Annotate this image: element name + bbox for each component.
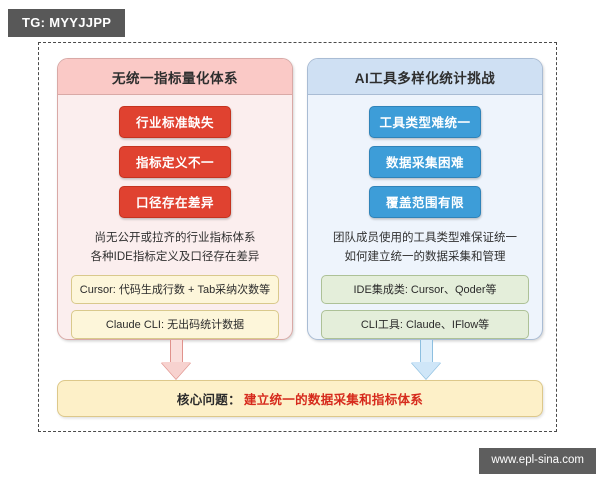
chip-right-3: 覆盖范围有限 <box>369 186 481 218</box>
panel-left-description: 尚无公开或拉齐的行业指标体系 各种IDE指标定义及口径存在差异 <box>91 229 260 267</box>
panel-left-body: 行业标准缺失 指标定义不一 口径存在差异 尚无公开或拉齐的行业指标体系 各种ID… <box>58 95 292 339</box>
diagram-frame <box>38 42 557 432</box>
conclusion-bar: 核心问题： 建立统一的数据采集和指标体系 <box>57 380 543 417</box>
panel-right-description-line-2: 如何建立统一的数据采集和管理 <box>344 250 506 263</box>
arrow-right-head <box>411 362 441 379</box>
chip-right-1: 工具类型难统一 <box>369 106 481 138</box>
arrow-down-left-icon <box>161 340 191 379</box>
note-right-1: IDE集成类: Cursor、Qoder等 <box>321 274 529 304</box>
arrow-left-shaft <box>169 340 183 362</box>
panel-right-title: AI工具多样化统计挑战 <box>308 59 542 95</box>
arrow-down-right-icon <box>411 340 441 379</box>
chip-left-3: 口径存在差异 <box>119 186 231 218</box>
panel-ai-tool-diversity: AI工具多样化统计挑战 工具类型难统一 数据采集困难 覆盖范围有限 团队成员使用… <box>307 58 543 340</box>
conclusion-value: 建立统一的数据采集和指标体系 <box>243 393 424 407</box>
note-left-2: Claude CLI: 无出码统计数据 <box>71 309 279 339</box>
tg-badge: TG: MYYJJPP <box>8 9 126 37</box>
chip-left-2: 指标定义不一 <box>119 146 231 178</box>
panel-left-title: 无统一指标量化体系 <box>58 59 292 95</box>
chip-right-2: 数据采集困难 <box>369 146 481 178</box>
panel-no-unified-metrics: 无统一指标量化体系 行业标准缺失 指标定义不一 口径存在差异 尚无公开或拉齐的行… <box>57 58 293 340</box>
panel-right-description: 团队成员使用的工具类型难保证统一 如何建立统一的数据采集和管理 <box>333 229 517 267</box>
arrow-left-head <box>161 362 191 379</box>
panel-right-body: 工具类型难统一 数据采集困难 覆盖范围有限 团队成员使用的工具类型难保证统一 如… <box>308 95 542 339</box>
panel-left-notes: Cursor: 代码生成行数 + Tab采纳次数等 Claude CLI: 无出… <box>71 274 279 339</box>
arrow-right-shaft <box>419 340 433 362</box>
panel-right-notes: IDE集成类: Cursor、Qoder等 CLI工具: Claude、IFlo… <box>321 274 529 339</box>
conclusion-label: 核心问题： <box>176 393 241 407</box>
note-right-2: CLI工具: Claude、IFlow等 <box>321 309 529 339</box>
chip-left-1: 行业标准缺失 <box>119 106 231 138</box>
panel-right-description-line-1: 团队成员使用的工具类型难保证统一 <box>333 232 517 244</box>
site-watermark: www.epl-sina.com <box>479 447 596 474</box>
panels-container: 无统一指标量化体系 行业标准缺失 指标定义不一 口径存在差异 尚无公开或拉齐的行… <box>57 58 543 340</box>
panel-left-description-line-2: 各种IDE指标定义及口径存在差异 <box>90 250 260 263</box>
note-left-1: Cursor: 代码生成行数 + Tab采纳次数等 <box>71 274 279 304</box>
panel-left-description-line-1: 尚无公开或拉齐的行业指标体系 <box>94 232 256 244</box>
